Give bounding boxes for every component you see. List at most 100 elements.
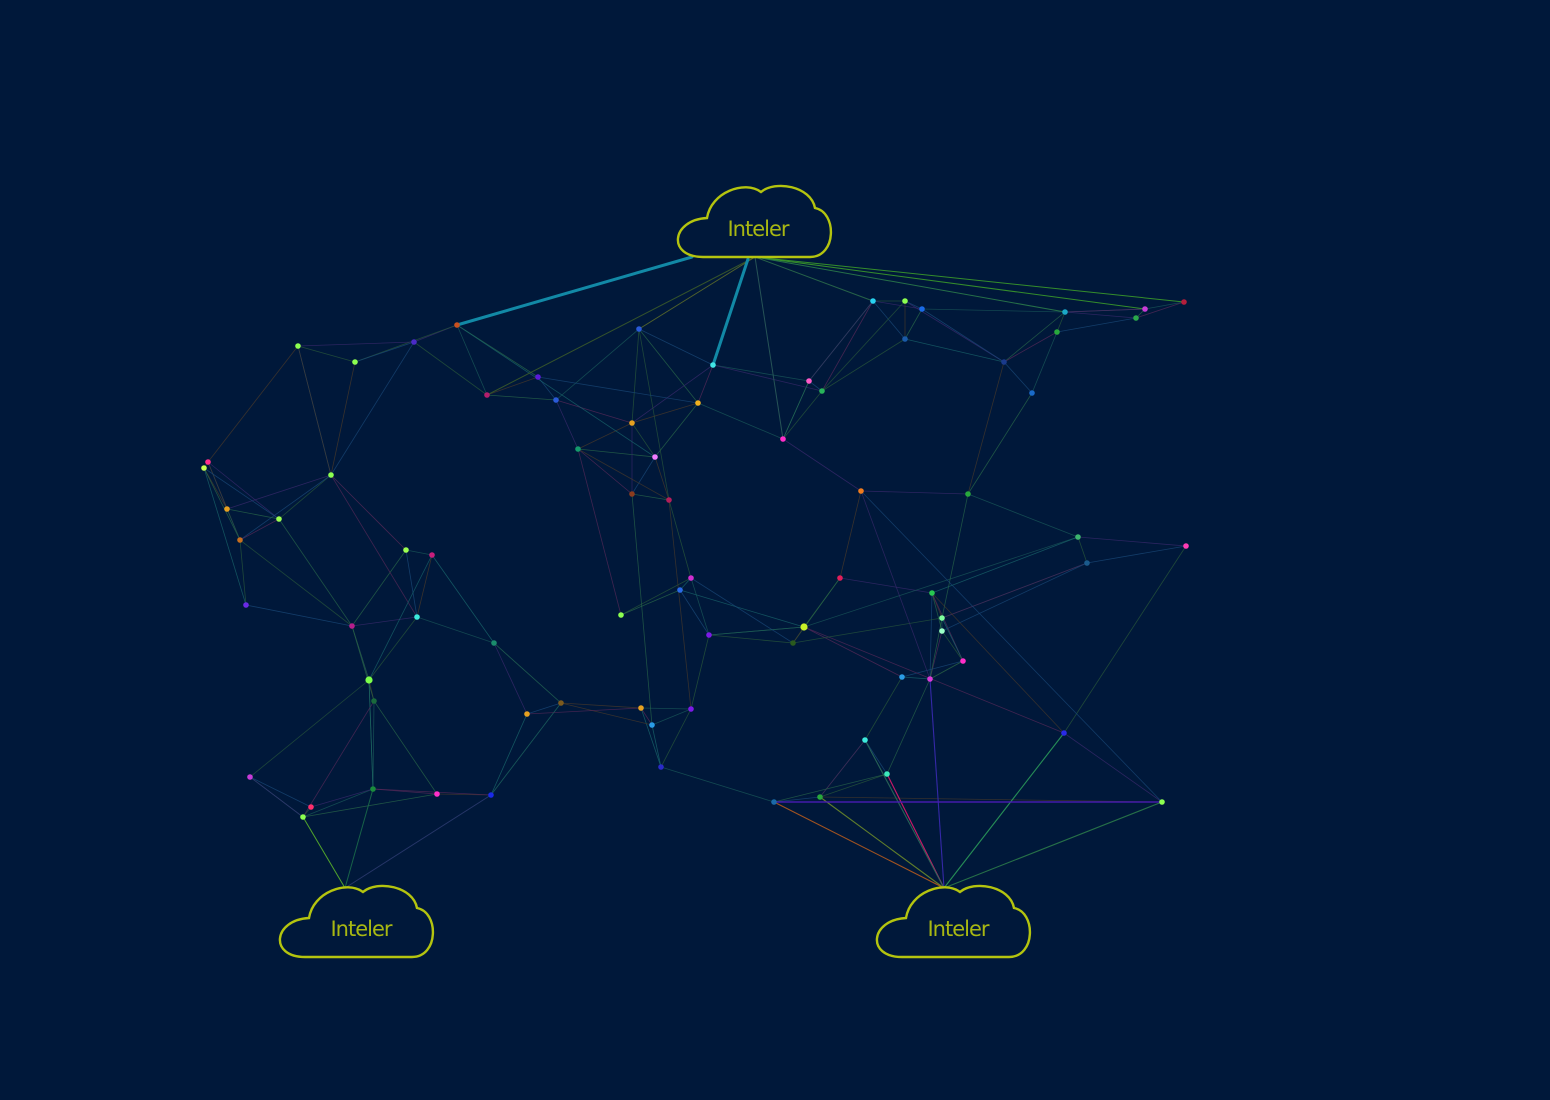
cloud-uplink [819,796,945,889]
network-node[interactable] [817,794,823,800]
network-node[interactable] [658,764,664,770]
mesh-link [640,707,692,710]
cloud-top-label: Inteler [727,217,789,241]
network-node[interactable] [201,465,207,471]
cloud-bottom-left[interactable]: Inteler [278,884,435,959]
network-node[interactable] [349,623,355,629]
network-node[interactable] [688,706,694,712]
mesh-link [302,793,438,818]
mesh-link [207,345,299,463]
network-node[interactable] [837,575,843,581]
network-node[interactable] [965,491,971,497]
network-node[interactable] [710,362,716,368]
network-node[interactable] [1001,359,1007,365]
network-node[interactable] [454,322,460,328]
network-node[interactable] [629,420,635,426]
network-node[interactable] [535,374,541,380]
network-node[interactable] [960,658,966,664]
network-node[interactable] [1084,560,1090,566]
network-node[interactable] [1054,329,1060,335]
network-node[interactable] [677,587,683,593]
network-node[interactable] [780,436,786,442]
network-node[interactable] [205,459,211,465]
network-node[interactable] [902,298,908,304]
network-node[interactable] [295,343,301,349]
network-node[interactable] [370,786,376,792]
mesh-link [660,708,692,768]
network-node[interactable] [1183,543,1189,549]
network-node[interactable] [618,612,624,618]
network-node[interactable] [1029,390,1035,396]
mesh-link [668,499,692,710]
network-node[interactable] [927,676,933,682]
network-node[interactable] [243,602,249,608]
network-node[interactable] [939,615,945,621]
network-node[interactable] [1142,306,1148,312]
network-node[interactable] [706,632,712,638]
network-node[interactable] [666,497,672,503]
network-node[interactable] [771,799,777,805]
network-node[interactable] [800,623,808,631]
network-node[interactable] [1075,534,1081,540]
network-node[interactable] [434,791,440,797]
network-node[interactable] [237,537,243,543]
network-node[interactable] [806,378,812,384]
network-node[interactable] [884,771,890,777]
network-node[interactable] [484,392,490,398]
cloud-top[interactable]: Inteler [676,184,833,259]
network-node[interactable] [939,628,945,634]
network-node[interactable] [403,547,409,553]
network-node[interactable] [819,388,825,394]
network-node[interactable] [553,397,559,403]
network-node[interactable] [429,552,435,558]
network-node[interactable] [870,298,876,304]
network-node[interactable] [488,792,494,798]
cloud-uplink [754,256,784,440]
mesh-link [929,660,964,680]
network-node[interactable] [649,722,655,728]
network-node[interactable] [247,774,253,780]
mesh-link [839,577,933,594]
network-node[interactable] [371,698,377,704]
network-node[interactable] [862,737,868,743]
network-node[interactable] [858,488,864,494]
network-node[interactable] [902,336,908,342]
network-node[interactable] [558,700,564,706]
network-node[interactable] [1062,309,1068,315]
network-node[interactable] [328,472,334,478]
network-node[interactable] [300,814,306,820]
network-node[interactable] [688,575,694,581]
network-node[interactable] [1061,730,1067,736]
network-node[interactable] [411,339,417,345]
mesh-link [372,700,375,790]
network-node[interactable] [638,705,644,711]
network-node[interactable] [414,614,420,620]
network-node[interactable] [524,711,530,717]
network-node[interactable] [308,804,314,810]
network-node[interactable] [575,446,581,452]
network-node[interactable] [929,590,935,596]
mesh-link [886,678,931,775]
network-node[interactable] [629,491,635,497]
cloud-bottom-right[interactable]: Inteler [875,884,1032,959]
mesh-link [413,341,488,396]
network-node[interactable] [652,454,658,460]
network-node[interactable] [919,306,925,312]
network-node[interactable] [365,676,373,684]
network-node[interactable] [899,674,905,680]
mesh-link [651,708,692,726]
network-node[interactable] [1133,315,1139,321]
mesh-connections [203,256,1187,889]
network-node[interactable] [790,640,796,646]
network-node[interactable] [695,400,701,406]
mesh-link [773,773,888,803]
network-node[interactable] [636,326,642,332]
mesh-link [872,300,906,340]
network-node[interactable] [1181,299,1187,305]
mesh-link [249,679,370,778]
network-node[interactable] [491,640,497,646]
network-node[interactable] [352,359,358,365]
network-node[interactable] [224,506,230,512]
network-node[interactable] [1159,799,1165,805]
network-node[interactable] [276,516,282,522]
